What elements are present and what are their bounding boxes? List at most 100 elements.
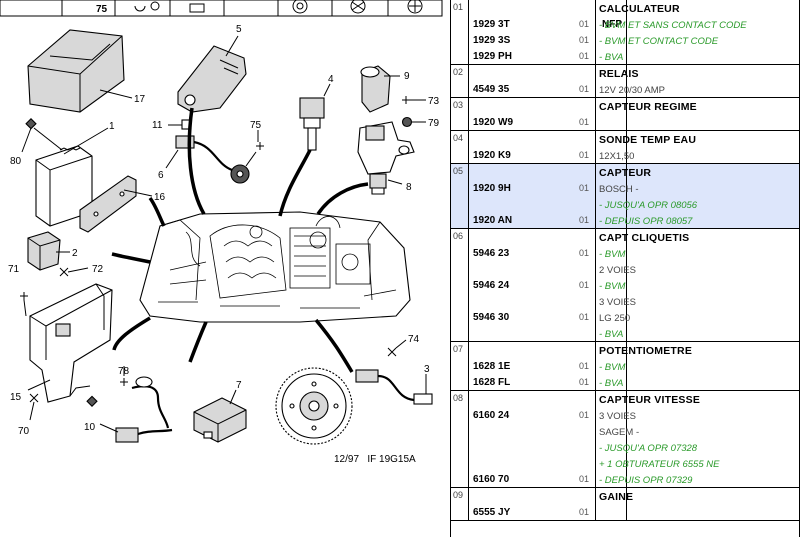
nfp-flag <box>549 147 627 163</box>
callout-72: 72 <box>92 264 104 275</box>
part-reference <box>469 293 549 309</box>
part-note: BOSCH - <box>599 184 639 195</box>
qty-cell <box>577 98 595 114</box>
marker-71 <box>20 292 28 317</box>
ref-cell <box>469 488 549 504</box>
nfp-flag <box>549 32 627 48</box>
table-row[interactable]: - BVA <box>451 325 799 341</box>
group-title-row: SONDE TEMP EAU <box>451 131 799 147</box>
table-row[interactable]: SAGEM - <box>451 423 799 439</box>
quantity: 01 <box>579 84 590 94</box>
part-reference <box>469 196 549 212</box>
ref-cell <box>469 164 549 180</box>
callout-2: 2 <box>72 248 78 259</box>
desc-cell: - BVM <box>595 245 799 261</box>
part-note: 2 VOIES <box>599 265 636 276</box>
group-number-text: 09 <box>453 490 464 500</box>
group-title-row: CAPTEUR REGIME <box>451 98 799 114</box>
part-reference: 5946 24 <box>473 280 510 291</box>
nfp-flag <box>549 439 627 455</box>
flywheel-illustration <box>275 367 353 445</box>
qty-cell <box>577 342 595 358</box>
desc-cell: - DEPUIS OPR 07329 <box>595 471 799 487</box>
callout-11: 11 <box>152 120 163 131</box>
callout-78: 78 <box>118 366 130 377</box>
group-number: 07 <box>451 342 469 390</box>
group-title-row: RELAIS <box>451 65 799 81</box>
nfp-flag <box>549 293 627 309</box>
part-note: LG 250 <box>599 313 631 324</box>
quantity <box>577 293 595 309</box>
nfp-flag <box>549 180 627 196</box>
nfp-flag <box>549 245 627 261</box>
desc-cell: GAINE <box>595 488 799 504</box>
part-11-connector-marker <box>168 119 192 130</box>
desc-cell: 3 VOIES <box>595 407 799 423</box>
nfp-flag <box>549 455 627 471</box>
quantity <box>577 261 595 277</box>
nfp-flag <box>549 471 627 487</box>
quantity <box>577 439 595 455</box>
table-row[interactable]: + 1 OBTURATEUR 6555 NE <box>451 455 799 471</box>
desc-cell: CAPT CLIQUETIS <box>595 229 799 245</box>
quantity: 01 <box>579 117 590 127</box>
part-reference <box>469 261 549 277</box>
nfp-flag <box>549 325 627 341</box>
nfp-flag <box>549 212 627 228</box>
marker-79 <box>21 117 63 153</box>
desc-cell: 12X1,50 <box>595 147 799 163</box>
group-number-text: 07 <box>453 344 464 354</box>
quantity <box>577 423 595 439</box>
wiring-harness <box>111 107 369 373</box>
part-reference <box>469 325 549 341</box>
part-reference: 6160 70 <box>473 474 510 485</box>
part-note: 12X1,50 <box>599 151 635 162</box>
group-number-text: 08 <box>453 393 464 403</box>
part-note: + 1 OBTURATEUR 6555 NE <box>599 459 720 470</box>
table-row[interactable]: - JUSQU'A OPR 07328 <box>451 439 799 455</box>
nfp-flag <box>549 407 627 423</box>
group-number: 06 <box>451 229 469 341</box>
part-note: 3 VOIES <box>599 297 636 308</box>
table-row[interactable]: 2 VOIES <box>451 261 799 277</box>
group-number: 09 <box>451 488 469 520</box>
group-number: 08 <box>451 391 469 487</box>
desc-cell: - DEPUIS OPR 08057 <box>595 212 799 228</box>
quantity <box>577 455 595 471</box>
desc-cell: - BVA <box>595 48 799 64</box>
part-reference: 1628 1E <box>473 361 511 372</box>
table-row[interactable]: - JUSQU'A OPR 08056 <box>451 196 799 212</box>
nfp-flag <box>549 196 627 212</box>
part-reference: 1920 9H <box>473 183 511 194</box>
callout-80: 79 <box>428 118 440 129</box>
quantity: 01 <box>579 150 590 160</box>
group-title: RELAIS <box>599 68 639 80</box>
callout-17: 17 <box>134 94 146 105</box>
table-row[interactable]: 3 VOIES <box>451 293 799 309</box>
desc-cell: POTENTIOMETRE <box>595 342 799 358</box>
ref-cell <box>469 229 549 245</box>
part-note: - BVM <box>599 281 626 292</box>
nfp-cell <box>549 342 627 358</box>
